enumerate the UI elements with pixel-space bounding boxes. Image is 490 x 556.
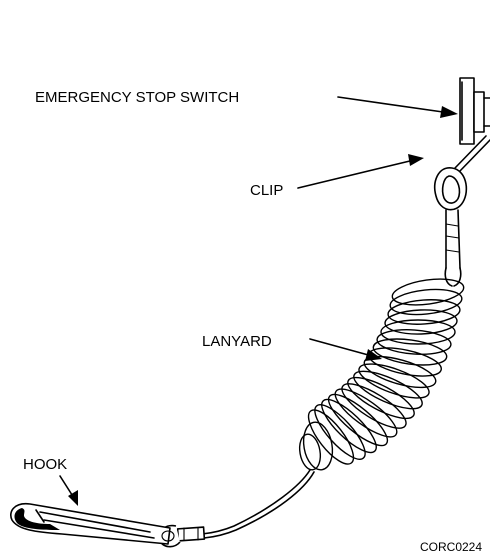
crimp-sleeve xyxy=(445,210,461,286)
figure-id: CORC0224 xyxy=(420,540,482,554)
label-hook: HOOK xyxy=(23,456,67,473)
clip xyxy=(435,136,490,210)
lanyard-tail xyxy=(202,470,314,538)
callout-lanyard: LANYARD xyxy=(202,333,382,361)
label-clip: CLIP xyxy=(250,182,283,199)
callout-clip: CLIP xyxy=(250,154,424,199)
ferrule xyxy=(178,527,205,541)
lanyard-coil xyxy=(297,275,465,472)
emergency-stop-switch xyxy=(460,78,490,144)
label-emergency-stop-switch: EMERGENCY STOP SWITCH xyxy=(35,89,239,106)
label-lanyard: LANYARD xyxy=(202,333,272,350)
hook xyxy=(11,504,180,547)
callout-emergency-stop-switch: EMERGENCY STOP SWITCH xyxy=(35,89,458,118)
callout-hook: HOOK xyxy=(23,456,78,506)
